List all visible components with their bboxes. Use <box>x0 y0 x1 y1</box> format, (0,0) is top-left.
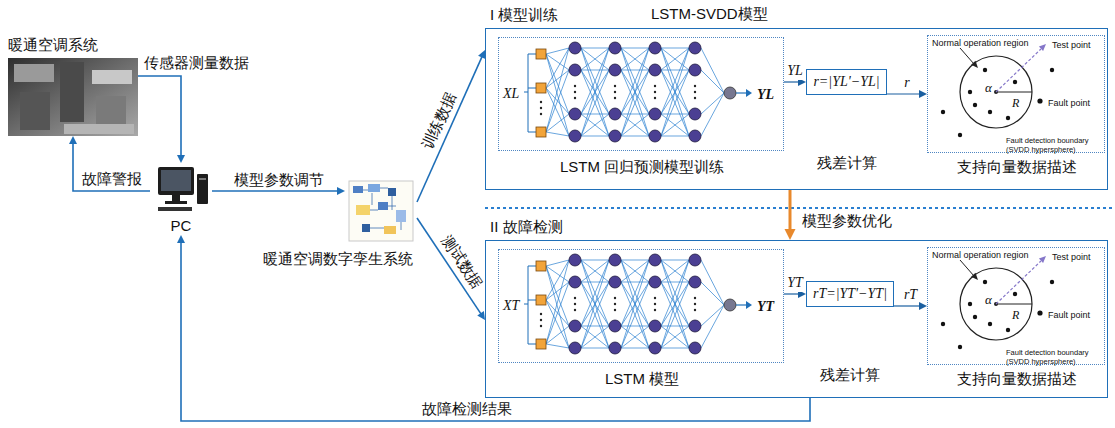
hvac-system-photo: 暖通空调系统 <box>8 36 138 136</box>
section-divider <box>485 207 1112 209</box>
arrowhead <box>785 229 796 240</box>
node-text: PC <box>150 217 212 235</box>
node-text: r=|YL'−YL| <box>813 74 879 91</box>
pc-node: PC <box>150 163 212 235</box>
connector-line <box>784 81 799 82</box>
training-panel: I 模型训练LSTM-SVDD模型XLYLLSTM 回归预测模型训练r=|YL'… <box>485 28 1108 190</box>
node-text: 暖通空调系统 <box>8 36 98 54</box>
edge-label: 故障检测结果 <box>420 400 514 418</box>
arrowhead <box>177 235 185 243</box>
edge-label: 故障警报 <box>80 170 144 188</box>
node-text: Fault point <box>1048 98 1090 109</box>
node-text: Normal operation region <box>932 250 1029 261</box>
node-text: α <box>985 292 992 308</box>
node-text: XT <box>503 298 519 315</box>
connector-line <box>73 143 150 191</box>
connector <box>417 50 485 202</box>
test-point-arrowhead <box>1039 44 1046 51</box>
node-text: Fault detection boundary (SVDD hypersphe… <box>1006 348 1106 366</box>
connector-line <box>181 242 810 421</box>
residual-box: rT=|YT'−YT|残差计算 <box>806 281 894 307</box>
arrowhead <box>177 155 185 163</box>
edge-label: YL <box>785 63 805 80</box>
node-text: 残差计算 <box>817 154 877 172</box>
arrowhead <box>919 90 927 98</box>
digital-twin-icon <box>349 181 413 241</box>
edge-label: 模型参数调节 <box>232 171 326 189</box>
node-text: Fault point <box>1048 310 1090 321</box>
node-text: rT=|YT'−YT| <box>813 286 887 303</box>
node-text: 支持向量数据描述 <box>928 158 1106 176</box>
edge-label: 训练数据 <box>418 88 461 154</box>
output-neuron <box>724 87 736 99</box>
input-units <box>536 49 546 137</box>
hidden-neurons <box>569 42 701 142</box>
connector <box>138 76 185 163</box>
output-arrowhead <box>746 89 752 97</box>
node-text: LSTM-SVDD模型 <box>651 5 768 23</box>
hvac-photo <box>8 58 138 136</box>
connector-line <box>784 293 799 294</box>
test-point-arrow <box>996 49 1041 92</box>
connector-line <box>789 190 792 230</box>
arrowhead <box>477 311 485 320</box>
node-text: 支持向量数据描述 <box>928 370 1106 388</box>
node-text: Test point <box>1052 252 1091 263</box>
arrowhead <box>919 302 927 310</box>
region-leader-head <box>971 61 978 68</box>
edge-label: 传感器测量数据 <box>142 54 251 72</box>
lstm-panel: XLYLLSTM 回归预测模型训练 <box>498 37 784 151</box>
arrowhead <box>69 136 77 144</box>
node-text: 残差计算 <box>820 366 880 384</box>
connector-line <box>417 56 482 202</box>
connector-line <box>138 76 181 156</box>
edge-label: 测试数据 <box>437 230 487 293</box>
output-arrow <box>736 92 746 93</box>
residual-box: r=|YL'−YL|残差计算 <box>806 69 887 95</box>
connector-line <box>887 93 920 94</box>
edge-label: YT <box>785 275 805 292</box>
node-text: II 故障检测 <box>490 218 563 236</box>
node-text: R <box>1012 308 1019 322</box>
connector <box>69 136 150 191</box>
node-text: Normal operation region <box>932 38 1029 49</box>
lstm-panel: XTYTLSTM 模型 <box>498 249 784 363</box>
edge-label: rT <box>902 287 919 304</box>
svdd-panel: Normal operation region Test pointFault p… <box>927 35 1105 153</box>
node-text: XL <box>503 86 519 103</box>
pc-icon <box>158 167 208 211</box>
node-text: Test point <box>1052 40 1091 51</box>
node-text: LSTM 模型 <box>499 370 785 388</box>
connector <box>177 235 810 421</box>
digital-twin-node: 暖通空调数字孪生系统 <box>345 178 417 246</box>
connector-line <box>894 305 920 306</box>
model-illustration <box>524 254 1054 354</box>
svdd-panel: Normal operation region Test pointFault p… <box>927 247 1105 365</box>
radius-line <box>996 92 1032 93</box>
edge-label: 模型参数优化 <box>800 212 894 230</box>
arrowhead <box>337 187 345 195</box>
node-text: YL <box>757 87 774 104</box>
input-bracket <box>524 54 536 132</box>
sample-points <box>941 68 1054 137</box>
model-illustration <box>524 42 1054 142</box>
edge-label: r <box>902 75 911 92</box>
node-text: α <box>985 80 992 96</box>
node-text: YT <box>757 299 774 316</box>
node-text: R <box>1012 96 1019 110</box>
node-text: 暖通空调数字孪生系统 <box>253 250 423 268</box>
connector <box>785 190 796 240</box>
connector-line <box>212 190 338 192</box>
nn-links <box>546 48 724 136</box>
node-text: I 模型训练 <box>490 6 558 24</box>
detection-panel: II 故障检测XTYTLSTM 模型rT=|YT'−YT|残差计算Normal … <box>485 240 1108 398</box>
node-text: Fault detection boundary (SVDD hypersphe… <box>1006 136 1106 154</box>
node-text: LSTM 回归预测模型训练 <box>499 158 785 176</box>
region-leader <box>960 48 974 64</box>
